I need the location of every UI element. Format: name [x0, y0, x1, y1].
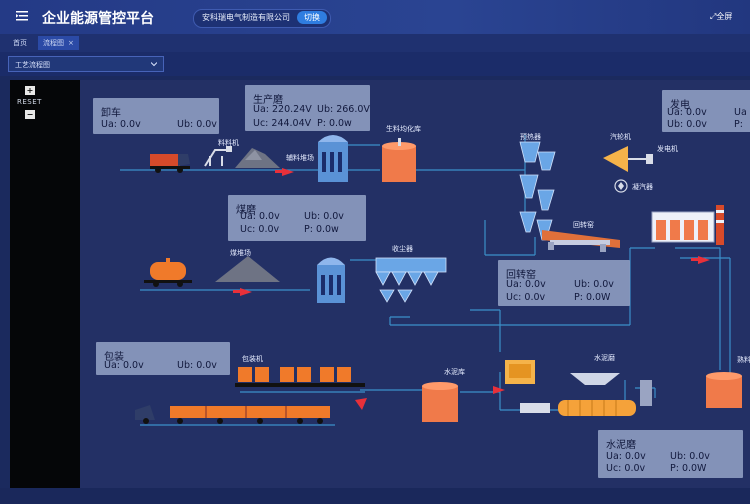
panel-ub: Ub: 0.0v	[177, 119, 217, 130]
dust-collector-icon	[375, 257, 447, 303]
view-selector-bar: 工艺流程图	[0, 52, 750, 76]
cement-silo-icon	[422, 382, 458, 422]
panel-ua: Ua: 0.0v	[667, 107, 707, 118]
panel-title: 发电	[670, 100, 690, 111]
tab-bar: 首页 流程图 ×	[0, 34, 750, 53]
company-name: 安科瑞电气制造有限公司	[202, 13, 290, 22]
reset-button[interactable]: RESET	[17, 98, 42, 106]
process-view-select[interactable]: 工艺流程图	[8, 56, 164, 72]
clinker-label: 熟料	[737, 356, 750, 364]
packer-label: 包装机	[242, 355, 263, 363]
panel-p: P: 0.0w	[304, 224, 339, 235]
panel-ua-2: Ua	[734, 107, 747, 118]
panel-raw-mill[interactable]: 生产磨 Ua: 220.24V Ub: 266.0V Uc: 244.04V P…	[245, 85, 370, 131]
company-selector: 安科瑞电气制造有限公司 切换	[193, 9, 331, 28]
tab-flowchart[interactable]: 流程图 ×	[38, 36, 79, 50]
panel-unload[interactable]: 卸车 Ua: 0.0v Ub: 0.0v	[93, 98, 219, 134]
switch-button[interactable]: 切换	[297, 11, 327, 24]
boiler-icon	[651, 205, 724, 245]
fullscreen-icon: ⤢	[710, 12, 717, 21]
panel-p: P: 0.0W	[574, 292, 611, 303]
close-icon[interactable]: ×	[68, 39, 74, 47]
panel-title: 卸车	[101, 108, 121, 119]
panel-uc: Uc: 0.0v	[506, 292, 546, 303]
app-title: 企业能源管控平台	[42, 11, 154, 27]
process-canvas: 料料机 辅料堆场 生料均化库 预热器 汽轮机 发电机 凝汽器 回转窑 煤堆场 收…	[80, 80, 750, 488]
preheater-icon	[519, 141, 556, 241]
panel-p: P: 0.0w	[317, 118, 352, 129]
panel-ua: Ua: 0.0v	[606, 451, 646, 462]
coal-yard-label: 煤堆场	[230, 249, 251, 257]
panel-ub: Ub: 0.0v	[574, 279, 614, 290]
panel-uc: Uc: 0.0v	[240, 224, 280, 235]
chevron-down-icon	[151, 62, 157, 67]
turbine-icon	[603, 146, 653, 172]
panel-title: 生产磨	[253, 95, 283, 106]
kiln-label: 回转窑	[573, 221, 594, 229]
panel-ub: Ub: 0.0v	[177, 360, 217, 371]
coal-tank-icon	[144, 258, 192, 287]
panel-cement-mill[interactable]: 水泥磨 Ua: 0.0v Ub: 0.0v Uc: 0.0v P: 0.0W	[598, 430, 743, 478]
panel-power-gen[interactable]: 发电 Ua: 0.0v Ua Ub: 0.0v P:	[662, 90, 750, 132]
unload-truck-icon	[150, 154, 190, 173]
aux-pile-icon	[235, 148, 280, 168]
panel-title: 回转窑	[506, 270, 536, 281]
panel-coal-mill[interactable]: 煤磨 Ua: 0.0v Ub: 0.0v Uc: 0.0v P: 0.0w	[228, 195, 366, 241]
app-header: 企业能源管控平台 安科瑞电气制造有限公司 切换 ⤢全屏	[0, 0, 750, 34]
tab-flowchart-label: 流程图	[43, 39, 64, 47]
tab-home[interactable]: 首页	[13, 39, 27, 47]
zoom-in-button[interactable]: +	[25, 86, 35, 95]
aux-yard-label: 辅料堆场	[286, 154, 314, 162]
zoom-panel	[10, 80, 80, 488]
fullscreen-button[interactable]: ⤢全屏	[710, 11, 732, 22]
process-view-value: 工艺流程图	[15, 61, 50, 69]
panel-ua: Ua: 220.24V	[253, 104, 312, 115]
panel-ua: Ua: 0.0v	[104, 360, 144, 371]
panel-ua: Ua: 0.0v	[506, 279, 546, 290]
preheater-label: 预热器	[520, 133, 541, 141]
bottom-bar	[0, 488, 750, 504]
panel-ub: Ub: 0.0v	[304, 211, 344, 222]
turbine-label: 汽轮机	[610, 133, 631, 141]
cement-mill-label: 水泥磨	[594, 354, 615, 362]
condenser-label: 凝汽器	[632, 183, 653, 191]
panel-title: 煤磨	[236, 205, 256, 216]
feeder-label: 料料机	[218, 139, 239, 147]
panel-ua: Ua: 0.0v	[240, 211, 280, 222]
clinker-silo-icon	[706, 372, 742, 408]
panel-kiln[interactable]: 回转窑 Ua: 0.0v Ub: 0.0v Uc: 0.0v P: 0.0W	[498, 260, 630, 306]
panel-ub: Ub: 266.0V	[317, 104, 370, 115]
process-diagram	[120, 135, 742, 426]
coal-silo-icon	[317, 257, 345, 303]
panel-p: P: 0.0W	[670, 463, 707, 474]
panel-pack[interactable]: 包装 Ua: 0.0v Ub: 0.0v	[96, 342, 230, 375]
raw-homog-label: 生料均化库	[386, 125, 421, 133]
coal-pile-icon	[215, 256, 280, 282]
panel-title: 包装	[104, 352, 124, 363]
packer-conveyor-icon	[235, 367, 365, 387]
menu-icon[interactable]	[16, 10, 28, 22]
condenser-icon	[614, 179, 628, 193]
panel-p: P:	[734, 119, 743, 130]
homogenizing-silo-icon	[382, 138, 416, 182]
panel-uc: Uc: 244.04V	[253, 118, 312, 129]
panel-ub: Ub: 0.0v	[670, 451, 710, 462]
dust-collector-label: 收尘器	[392, 245, 413, 253]
panel-uc: Uc: 0.0v	[606, 463, 646, 474]
generator-label: 发电机	[657, 145, 678, 153]
cement-truck-icon	[135, 405, 330, 424]
panel-ua: Ua: 0.0v	[101, 119, 141, 130]
cement-mill-icon	[505, 360, 652, 416]
fullscreen-label: 全屏	[716, 12, 733, 21]
kiln-icon	[542, 230, 620, 252]
feeder-icon	[204, 146, 232, 167]
cement-silo-label: 水泥库	[444, 368, 465, 376]
panel-title: 水泥磨	[606, 440, 636, 451]
panel-ub: Ub: 0.0v	[667, 119, 707, 130]
raw-silo-icon	[318, 135, 348, 182]
zoom-out-button[interactable]: −	[25, 110, 35, 119]
